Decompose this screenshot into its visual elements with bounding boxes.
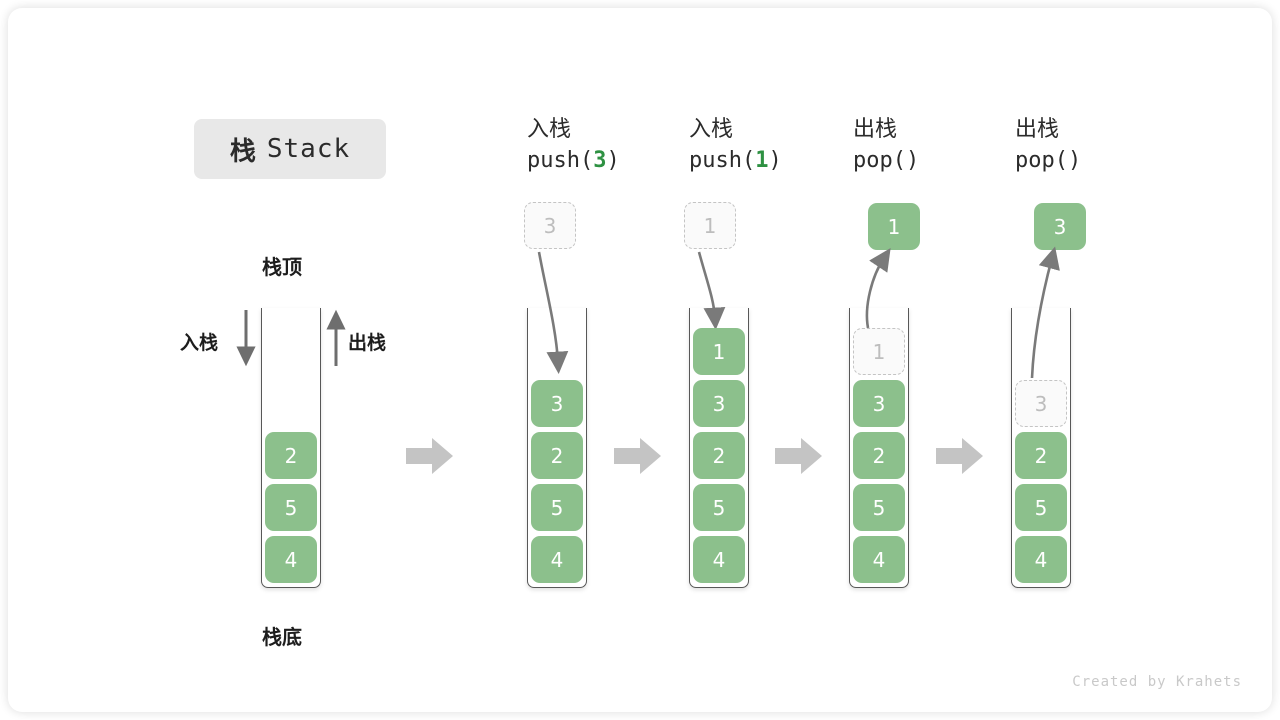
stack-cell: 2 xyxy=(693,432,745,479)
operation-header-pop-1: 出栈 pop() xyxy=(853,114,1033,176)
stack-column-pop-3: 4 5 2 3 xyxy=(1011,308,1071,588)
operation-code: pop() xyxy=(853,148,920,174)
incoming-element-ghost: 1 xyxy=(684,202,736,249)
step-arrow-icon xyxy=(775,438,822,474)
stack-cell: 5 xyxy=(693,484,745,531)
step-arrow-icon xyxy=(614,438,661,474)
stack-top-label: 栈顶 xyxy=(262,255,302,279)
stack-container xyxy=(689,308,749,588)
stack-cell: 5 xyxy=(265,484,317,531)
operation-name: 出栈 xyxy=(1015,117,1060,142)
push-direction-arrow-icon xyxy=(236,310,256,367)
stack-cell: 5 xyxy=(531,484,583,531)
operation-code: pop() xyxy=(1015,148,1082,174)
stack-cell: 3 xyxy=(853,380,905,427)
push-direction-label: 入栈 xyxy=(180,332,219,354)
removed-element-ghost: 1 xyxy=(853,328,905,375)
stack-cell: 2 xyxy=(265,432,317,479)
stack-cells: 4 5 2 3 1 xyxy=(693,323,745,583)
stack-cell: 4 xyxy=(1015,536,1067,583)
stack-cell: 4 xyxy=(853,536,905,583)
stack-container xyxy=(1011,308,1071,588)
stack-cells: 4 5 2 3 xyxy=(1015,375,1067,583)
stack-cell: 1 xyxy=(693,328,745,375)
stack-bottom-label: 栈底 xyxy=(262,625,302,649)
step-arrow-icon xyxy=(406,438,453,474)
stack-cell: 2 xyxy=(1015,432,1067,479)
operation-name: 出栈 xyxy=(853,117,898,142)
pop-direction-label: 出栈 xyxy=(348,332,387,354)
stack-cells: 4 5 2 xyxy=(265,427,317,583)
operation-code: push(1) xyxy=(689,148,782,174)
incoming-element-ghost: 3 xyxy=(524,202,576,249)
stack-cells: 4 5 2 3 1 xyxy=(853,323,905,583)
push-flow-arrow-icon xyxy=(697,251,726,330)
stack-cell: 4 xyxy=(265,536,317,583)
pop-direction-arrow-icon xyxy=(326,309,346,366)
pop-flow-arrow-icon xyxy=(1030,246,1060,379)
operation-name: 入栈 xyxy=(527,117,572,142)
operation-header-pop-3: 出栈 pop() xyxy=(1015,114,1195,176)
popped-element: 3 xyxy=(1034,203,1086,250)
stack-column-push-3: 4 5 2 3 xyxy=(527,308,587,588)
popped-element: 1 xyxy=(868,203,920,250)
stack-cell: 2 xyxy=(531,432,583,479)
diagram-card: 栈 Stack 栈顶 栈底 入栈 出栈 4 5 2 入栈 push(3) 3 xyxy=(8,8,1272,712)
pop-flow-arrow-icon xyxy=(865,248,891,329)
stack-cell: 4 xyxy=(531,536,583,583)
watermark: Created by Krahets xyxy=(1072,674,1242,690)
step-arrow-icon xyxy=(936,438,983,474)
stack-column-push-1: 4 5 2 3 1 xyxy=(689,308,749,588)
stack-cells: 4 5 2 3 xyxy=(531,375,583,583)
title-cn: 栈 xyxy=(229,136,257,167)
operation-name: 入栈 xyxy=(689,117,734,142)
stack-cell: 2 xyxy=(853,432,905,479)
stack-cell: 3 xyxy=(693,380,745,427)
stack-column-initial: 4 5 2 xyxy=(261,308,321,588)
stack-cell: 5 xyxy=(853,484,905,531)
title-en: Stack xyxy=(266,134,351,164)
stack-cell: 4 xyxy=(693,536,745,583)
operation-header-push-1: 入栈 push(1) xyxy=(689,114,869,176)
stack-container xyxy=(261,308,321,588)
operation-code: push(3) xyxy=(527,148,620,174)
push-flow-arrow-icon xyxy=(537,251,569,374)
stack-column-pop-1: 4 5 2 3 1 xyxy=(849,308,909,588)
title-badge: 栈 Stack xyxy=(194,119,386,179)
stack-container xyxy=(527,308,587,588)
stack-cell: 5 xyxy=(1015,484,1067,531)
removed-element-ghost: 3 xyxy=(1015,380,1067,427)
stack-container xyxy=(849,308,909,588)
stack-cell: 3 xyxy=(531,380,583,427)
operation-header-push-3: 入栈 push(3) xyxy=(527,114,707,176)
